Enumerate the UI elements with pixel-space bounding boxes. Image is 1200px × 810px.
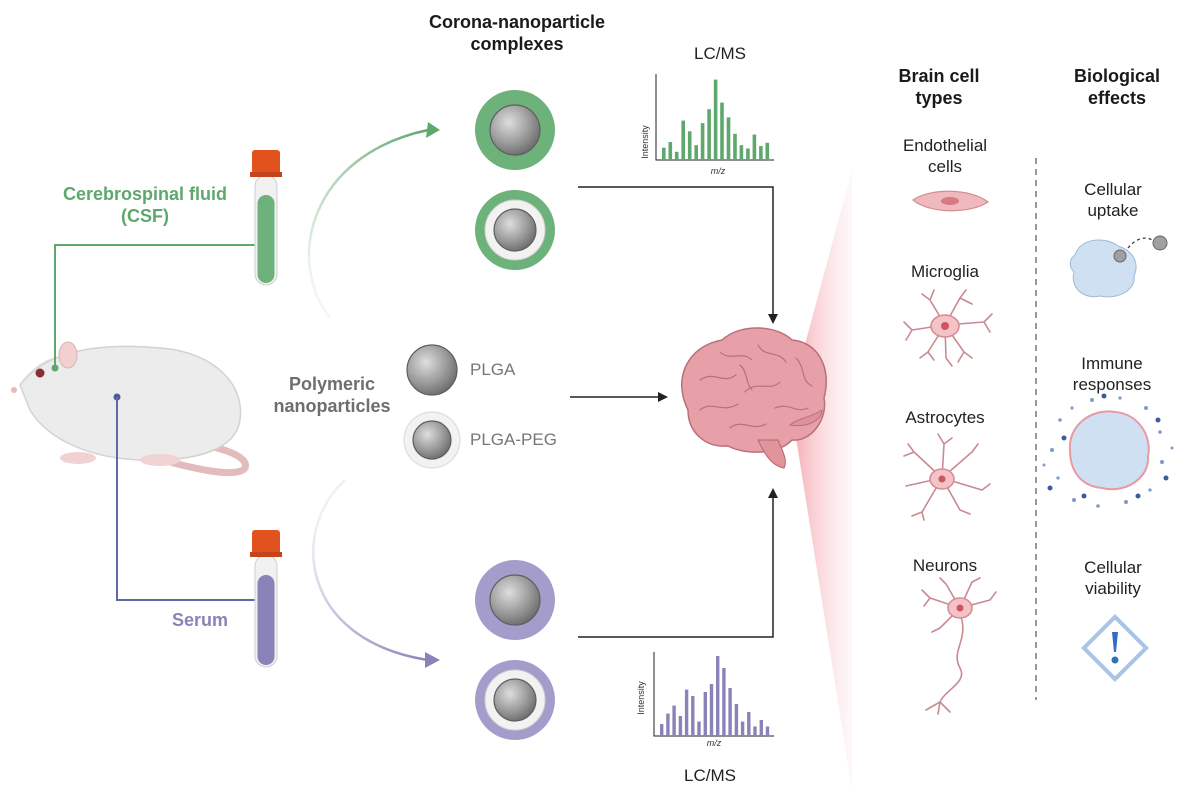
brain-beam <box>790 170 852 790</box>
csf-label: Cerebrospinal fluid (CSF) <box>62 184 228 226</box>
lcms-csf-peak <box>662 147 666 160</box>
plga-particle <box>406 344 458 396</box>
lcms-serum-peak <box>765 726 770 736</box>
lcms-serum-peak <box>666 713 670 736</box>
endothelial-cell-icon <box>912 190 990 212</box>
serum-connector <box>116 397 255 601</box>
csf-to-brain-arrow <box>578 186 778 324</box>
lcms-bottom-label: LC/MS <box>684 766 736 785</box>
lcms-serum-peak <box>678 716 683 736</box>
biological-effects-title: Biological effects <box>1073 66 1160 108</box>
lcms-csf-peak <box>713 79 718 160</box>
lcms-csf-peak <box>674 151 679 160</box>
serum-arrow-head <box>425 652 440 668</box>
neuron-icon <box>921 577 997 715</box>
lcms-serum-ylabel: Intensity <box>636 681 646 715</box>
cellular-viability-warning-icon <box>1081 614 1149 682</box>
lcms-serum-peak <box>703 692 707 736</box>
lcms-serum-peak <box>747 712 751 736</box>
plga-peg-label: PLGA-PEG <box>470 430 557 449</box>
cellular-uptake-icon <box>1069 235 1168 298</box>
lcms-csf-ylabel: Intensity <box>640 125 650 159</box>
lcms-serum-xlabel: m/z <box>707 738 722 748</box>
rat-illustration <box>11 341 249 477</box>
cell-type-astrocytes: Astrocytes <box>905 408 985 427</box>
astrocyte-icon <box>903 433 991 521</box>
polymeric-nanoparticles-label: Polymeric nanoparticles <box>273 374 391 416</box>
serum-label: Serum <box>171 610 229 630</box>
lcms-csf-peak <box>668 142 673 160</box>
lcms-csf-peak <box>694 145 698 160</box>
microglia-icon <box>903 289 993 367</box>
lcms-csf-peak <box>752 134 757 160</box>
lcms-serum-peak <box>734 704 739 736</box>
effect-immune-responses: Immune responses <box>1072 354 1152 394</box>
lcms-chart-serum <box>653 652 774 737</box>
lcms-serum-peak <box>697 721 701 736</box>
cell-type-neurons: Neurons <box>912 556 978 575</box>
lcms-csf-peak <box>759 146 763 160</box>
effect-cellular-viability: Cellular viability <box>1084 558 1142 598</box>
lcms-csf-peak <box>746 148 750 160</box>
serum-to-brain-arrow <box>578 488 778 638</box>
lcms-serum-axes <box>653 652 774 737</box>
corona-complexes-title: Corona-nanoparticle complexes <box>428 12 606 54</box>
lcms-serum-peak <box>753 726 757 736</box>
lcms-csf-peak <box>700 123 705 160</box>
plga-label: PLGA <box>470 360 516 379</box>
lcms-top-label: LC/MS <box>694 44 746 63</box>
lcms-chart-csf <box>655 74 774 161</box>
brain-illustration <box>681 327 827 469</box>
lcms-csf-peak <box>707 109 711 160</box>
serum-curved-arrow <box>312 479 429 662</box>
lcms-serum-peak <box>709 684 714 736</box>
serum-corona-particle-plga <box>475 560 555 640</box>
lcms-serum-peak <box>722 668 726 736</box>
lcms-csf-xlabel: m/z <box>711 166 726 176</box>
lcms-serum-peak <box>716 656 720 736</box>
lcms-csf-peak <box>733 133 737 160</box>
brain-cell-types-title: Brain cell types <box>898 66 980 108</box>
lcms-csf-peak <box>681 120 685 160</box>
csf-corona-particle-plga-peg <box>475 190 555 270</box>
csf-tube <box>250 150 282 286</box>
csf-curved-arrow <box>307 128 429 319</box>
lcms-serum-peak <box>660 724 664 736</box>
plga-peg-particle <box>403 411 461 469</box>
lcms-csf-peak <box>687 131 692 160</box>
cell-type-endothelial: Endothelial cells <box>902 136 988 176</box>
csf-arrow-head <box>426 122 440 138</box>
lcms-serum-peak <box>684 689 689 736</box>
lcms-csf-peak <box>726 117 731 160</box>
cell-type-microglia: Microglia <box>910 262 980 281</box>
serum-tube <box>250 530 282 668</box>
csf-connector <box>54 244 255 368</box>
lcms-csf-peak <box>765 142 770 160</box>
lcms-serum-peak <box>728 688 732 736</box>
lcms-serum-peak <box>759 720 763 736</box>
lcms-csf-peak <box>739 145 744 160</box>
lcms-serum-peak <box>740 721 745 736</box>
lcms-serum-peak <box>672 705 676 736</box>
serum-corona-particle-plga-peg <box>475 660 555 740</box>
immune-response-icon <box>1042 393 1174 508</box>
lcms-csf-peak <box>720 102 724 160</box>
csf-corona-particle-plga <box>475 90 555 170</box>
lcms-serum-peak <box>691 696 695 736</box>
effect-cellular-uptake: Cellular uptake <box>1084 180 1142 220</box>
